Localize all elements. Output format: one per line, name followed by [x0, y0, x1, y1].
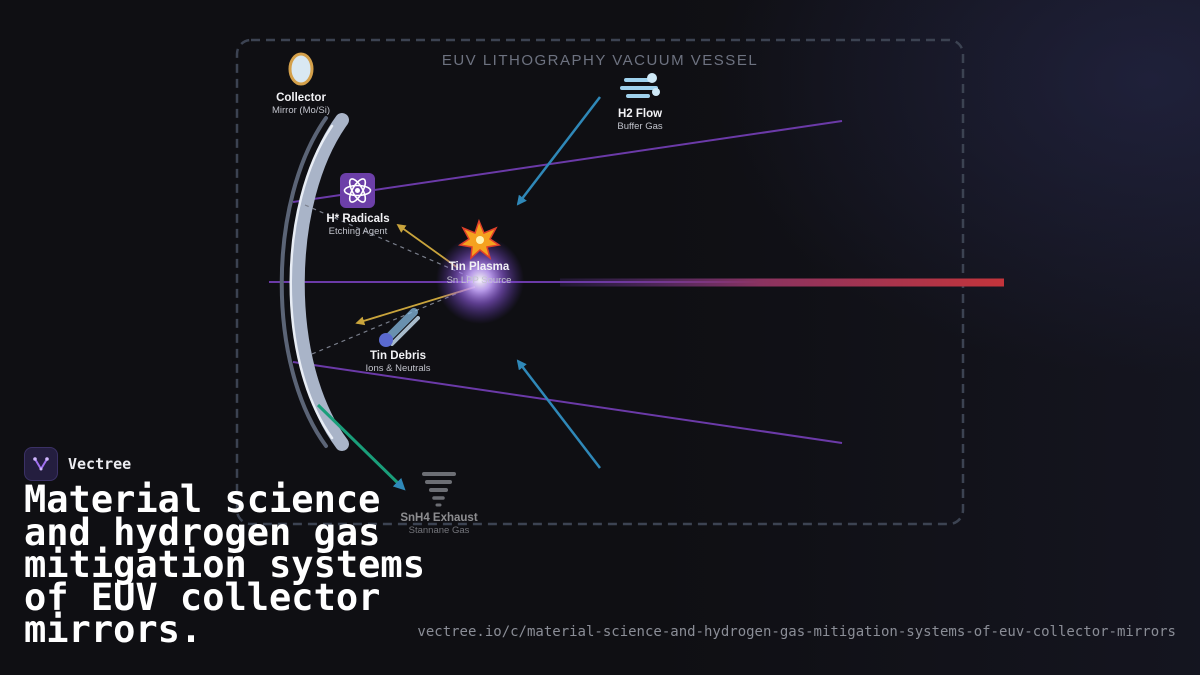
vectree-logo-icon [24, 447, 58, 481]
collector-label: Collector [276, 92, 326, 104]
brand-name: Vectree [68, 455, 132, 473]
h2-flow-arrow-lower [516, 359, 601, 469]
h2-flow-sub: Buffer Gas [617, 121, 662, 132]
tornado-icon [422, 472, 456, 507]
node-snh4-exhaust: SnH4 Exhaust Stannane Gas [400, 472, 478, 536]
h2-flow-arrow-upper [516, 96, 601, 206]
tin-plasma-glow [436, 236, 524, 324]
collector-sub: Mirror (Mo/Si) [272, 105, 330, 116]
euv-ray-upper [292, 120, 843, 203]
node-tin-debris: Tin Debris Ions & Neutrals [366, 308, 431, 374]
snh4-exhaust-sub: Stannane Gas [409, 525, 470, 536]
comet-icon [379, 308, 420, 347]
tin-debris-sub: Ions & Neutrals [366, 363, 431, 374]
radicals-label: H* Radicals [326, 213, 389, 225]
tin-plasma-label: Tin Plasma [449, 261, 510, 273]
exhaust-arrow [316, 403, 406, 491]
page-url[interactable]: vectree.io/c/material-science-and-hydrog… [417, 624, 1176, 640]
brand: Vectree [24, 447, 131, 481]
euv-ray-lower [292, 361, 843, 444]
tin-plasma-sub: Sn LPP Source [447, 275, 512, 286]
radical-path-dashed [304, 204, 471, 278]
collector-mirror-highlight [289, 124, 334, 440]
drive-laser-beam [560, 278, 1004, 287]
wind-icon [620, 73, 660, 98]
tin-debris-label: Tin Debris [370, 350, 426, 362]
headline: Material science and hydrogen gas mitiga… [24, 478, 425, 651]
atom-icon [340, 173, 375, 208]
node-radicals: H* Radicals Etching Agent [326, 173, 390, 237]
radicals-sub: Etching Agent [329, 226, 388, 237]
node-h2-flow: H2 Flow Buffer Gas [617, 73, 663, 132]
collector-mirror-back [279, 116, 328, 448]
vessel-title: EUV LITHOGRAPHY VACUUM VESSEL [442, 52, 758, 69]
snh4-exhaust-label: SnH4 Exhaust [400, 512, 477, 524]
mirror-icon [288, 52, 314, 86]
node-collector: Collector Mirror (Mo/Si) [272, 52, 330, 116]
node-tin-plasma: Tin Plasma Sn LPP Source [447, 218, 512, 286]
h2-flow-label: H2 Flow [618, 108, 662, 120]
